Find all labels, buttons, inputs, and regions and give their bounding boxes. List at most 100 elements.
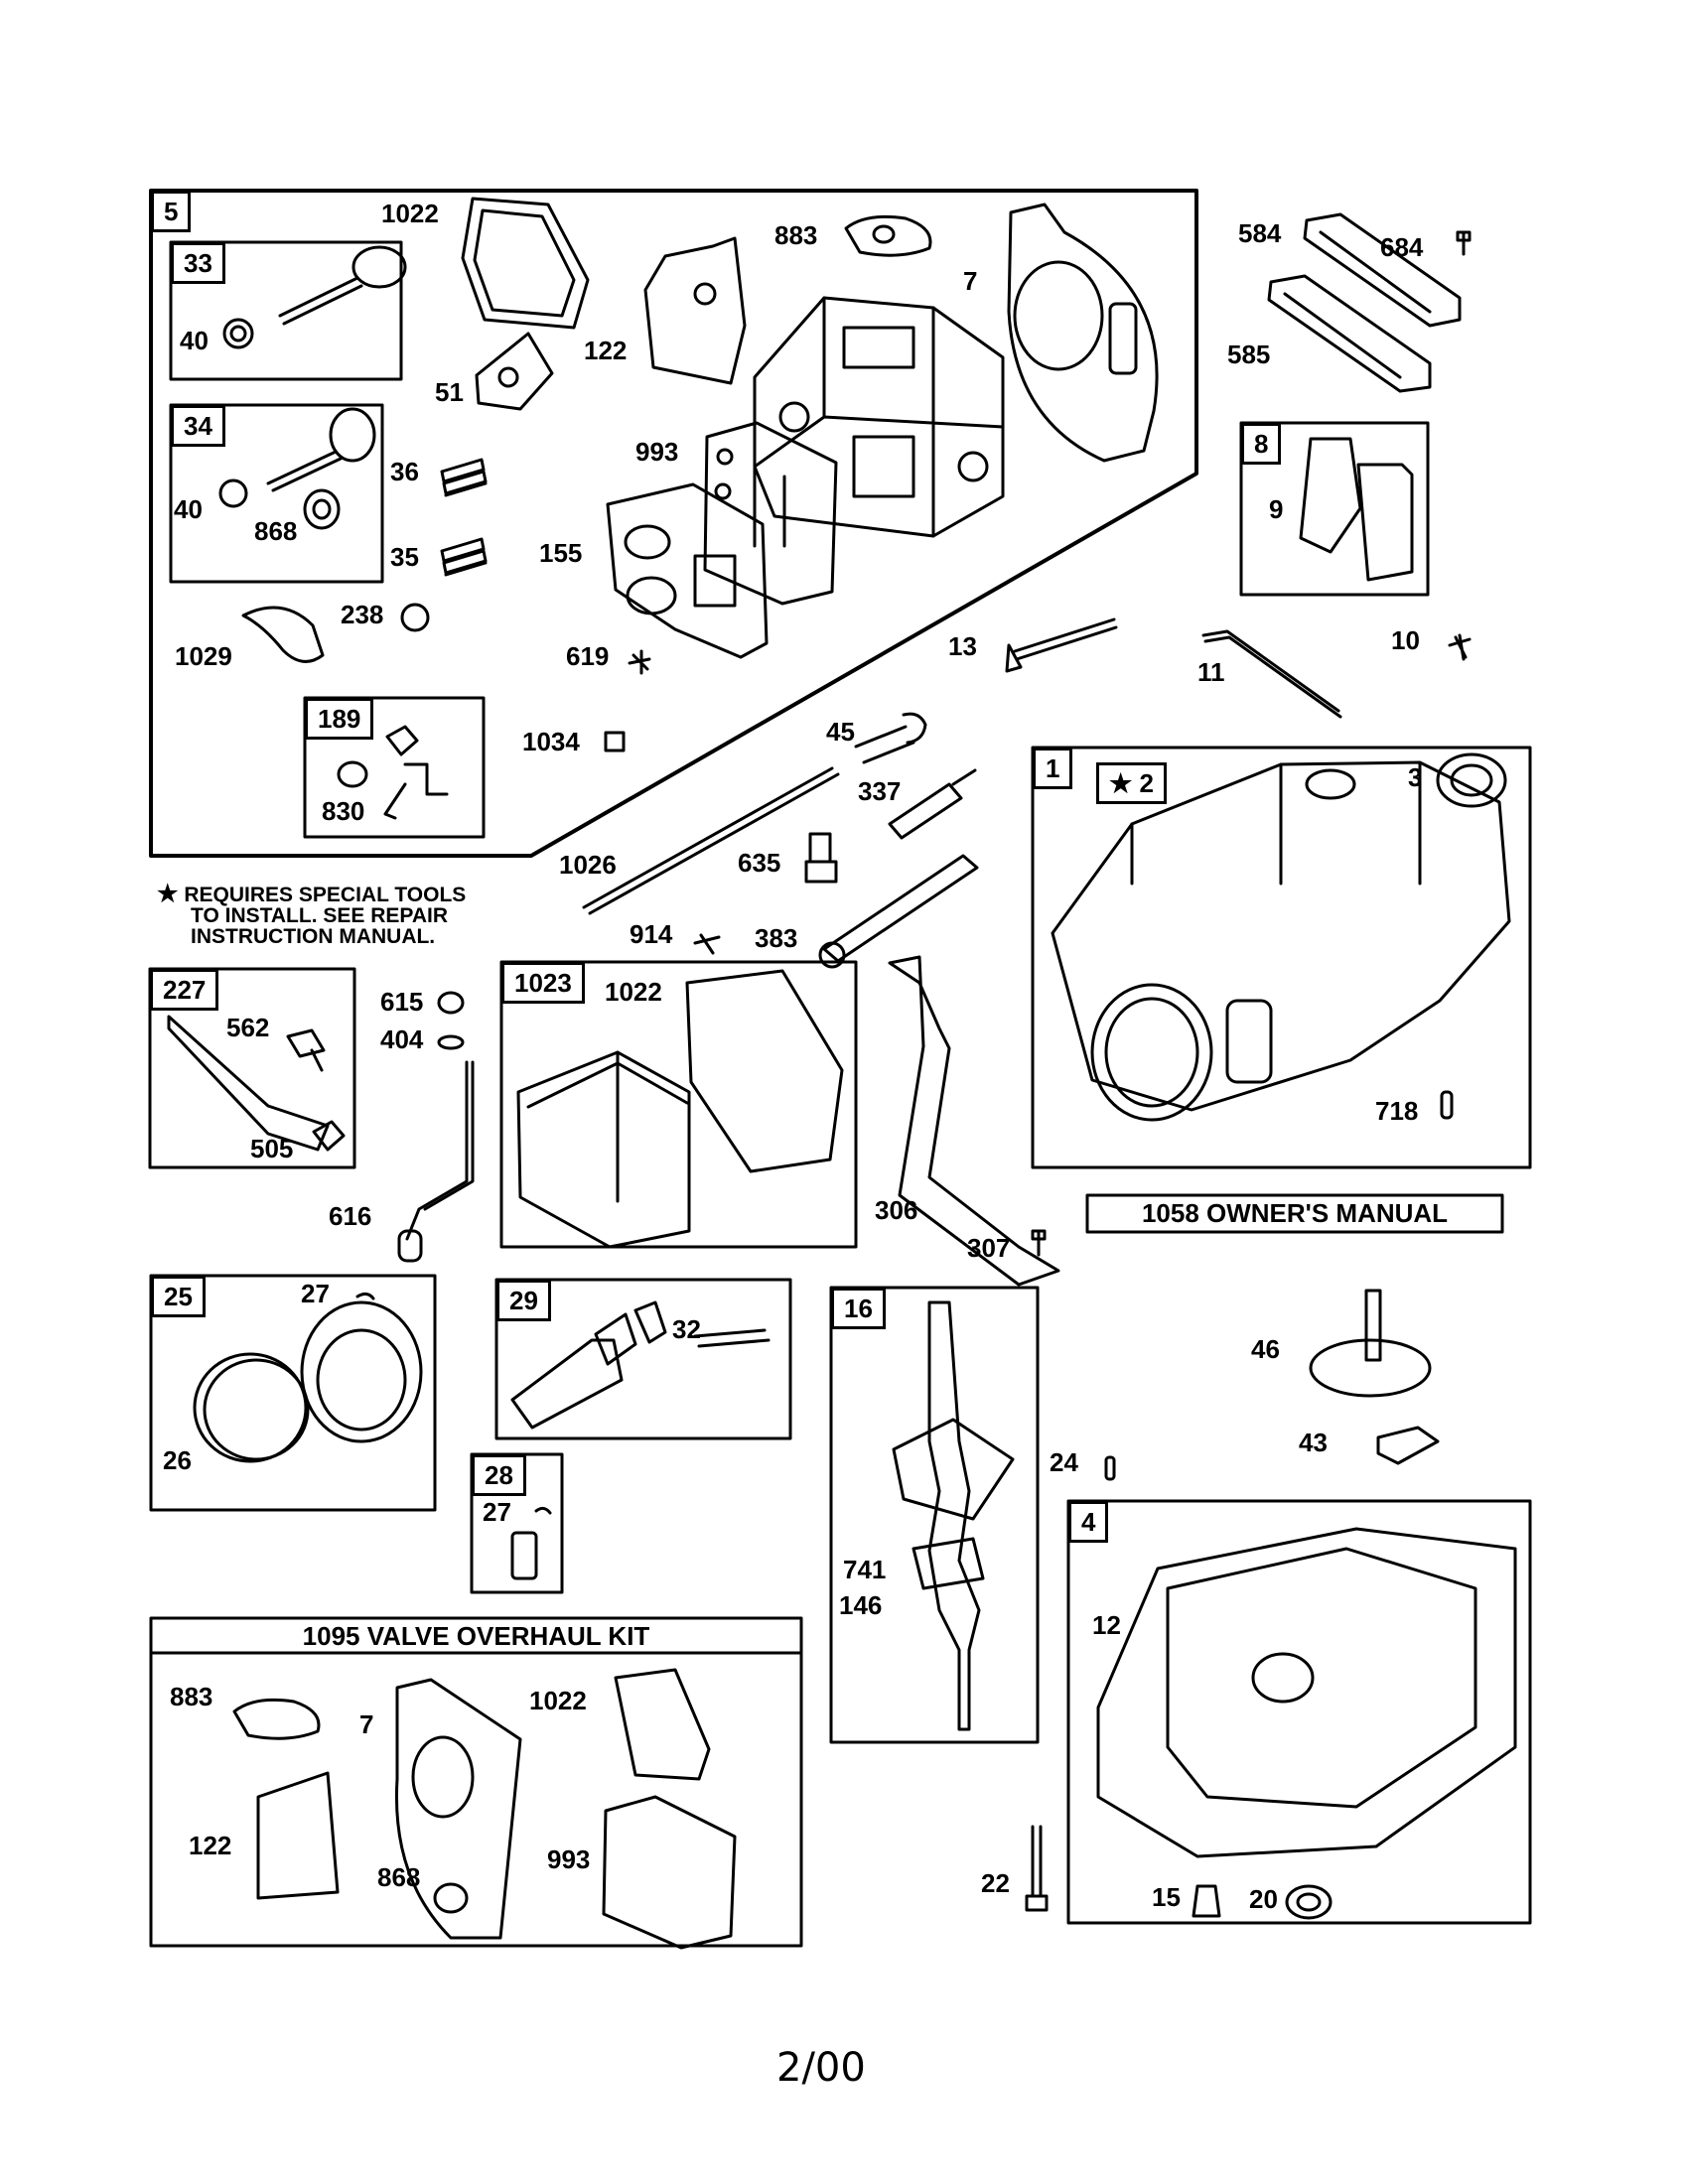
rocker-gasket-icon — [703, 421, 838, 606]
callout-306: 306 — [875, 1195, 918, 1225]
group-33-box — [169, 240, 403, 381]
callout-35: 35 — [390, 542, 419, 572]
governor-icon — [1376, 1426, 1440, 1465]
callout-122-b: 122 — [189, 1831, 232, 1860]
owners-manual-box — [1085, 1193, 1504, 1234]
group-5-outline — [149, 189, 1198, 858]
callout-3: 3 — [1408, 762, 1423, 792]
callout-12: 12 — [1092, 1610, 1121, 1640]
callout-383: 383 — [755, 923, 798, 953]
callout-993: 993 — [635, 437, 679, 467]
callout-238: 238 — [341, 600, 384, 629]
group-1-box — [1031, 746, 1532, 1169]
callout-1029: 1029 — [175, 641, 232, 671]
callout-1026: 1026 — [559, 850, 617, 880]
group-16-box — [829, 1286, 1040, 1744]
callout-914: 914 — [630, 919, 673, 949]
group-1-tag: 1 — [1033, 748, 1073, 789]
callout-718: 718 — [1375, 1096, 1419, 1126]
group-227-tag: 227 — [150, 969, 219, 1011]
group-8-box — [1239, 421, 1430, 597]
callout-1022-c: 1022 — [529, 1686, 587, 1715]
callout-307: 307 — [967, 1233, 1011, 1263]
gasket-584-icon — [1303, 212, 1462, 328]
governor-link-icon — [405, 1060, 475, 1241]
callout-1022-b: 1022 — [605, 977, 662, 1007]
blower-housing-icon — [888, 955, 1060, 1287]
bolt-icon — [1005, 617, 1118, 673]
callout-20: 20 — [1249, 1884, 1278, 1914]
callout-684: 684 — [1380, 232, 1424, 262]
callout-635: 635 — [738, 848, 781, 878]
callout-585: 585 — [1227, 340, 1271, 369]
callout-868-b: 868 — [377, 1862, 421, 1892]
note-line-2: TO INSTALL. SEE REPAIR — [191, 904, 449, 927]
callout-9: 9 — [1269, 494, 1284, 524]
group-25-tag: 25 — [151, 1276, 206, 1317]
callout-1034: 1034 — [522, 727, 580, 756]
group-227-box — [148, 967, 356, 1169]
spark-plug-icon — [888, 768, 977, 840]
valve-cap-icon — [400, 603, 430, 632]
callout-24: 24 — [1050, 1447, 1078, 1477]
callout-15: 15 — [1152, 1882, 1181, 1912]
screw-icon-10 — [1448, 633, 1472, 661]
group-1023-box — [499, 960, 858, 1249]
callout-505: 505 — [250, 1134, 294, 1163]
callout-7: 7 — [963, 266, 978, 296]
callout-155: 155 — [539, 538, 583, 568]
group-29-tag: 29 — [496, 1280, 551, 1321]
callout-45: 45 — [826, 717, 855, 747]
note-line-3: INSTRUCTION MANUAL. — [191, 925, 436, 948]
callout-32: 32 — [672, 1314, 701, 1344]
intake-gasket-icon — [844, 214, 932, 257]
callout-26: 26 — [163, 1445, 192, 1475]
group-1023-tag: 1023 — [501, 962, 585, 1004]
callout-146: 146 — [839, 1590, 883, 1620]
piston-ring-icon — [193, 1352, 308, 1463]
group-34-box — [169, 403, 384, 584]
page-number: 2/00 — [776, 2045, 866, 2091]
gasket-585-icon — [1267, 274, 1432, 393]
dowel-pin-icon — [1440, 1090, 1454, 1120]
callout-615: 615 — [380, 987, 424, 1017]
crankshaft-icon — [927, 1300, 981, 1731]
callout-883-b: 883 — [170, 1682, 213, 1711]
intake-valve-icon — [218, 407, 376, 530]
group-8-tag: 8 — [1241, 423, 1282, 465]
governor-crank-icon — [804, 832, 838, 884]
group-28-tag: 28 — [472, 1454, 526, 1496]
head-gasket-icon — [1007, 203, 1159, 463]
callout-46: 46 — [1251, 1334, 1280, 1364]
callout-122: 122 — [584, 336, 628, 365]
rocker-cover-gasket-icon — [461, 197, 590, 330]
cam-gear-icon — [1309, 1338, 1432, 1398]
owners-manual-label: 1058 OWNER'S MANUAL — [1141, 1198, 1449, 1228]
callout-993-b: 993 — [547, 1844, 591, 1874]
callout-830: 830 — [322, 796, 365, 826]
valve-spring-icon — [440, 458, 488, 577]
callout-584: 584 — [1238, 218, 1282, 248]
group-33-tag: 33 — [171, 242, 225, 284]
callout-27-b: 27 — [483, 1497, 511, 1527]
rocker-arm-icon — [241, 606, 325, 663]
callout-11: 11 — [1197, 657, 1225, 687]
screw-icon — [628, 649, 651, 675]
governor-shaft-icon — [822, 854, 979, 963]
callout-741: 741 — [843, 1555, 887, 1584]
push-rod-icon — [582, 766, 840, 915]
callout-619: 619 — [566, 641, 610, 671]
callout-10: 10 — [1391, 625, 1420, 655]
cylinder-block-icon — [1051, 760, 1511, 1122]
group-4-tag: 4 — [1068, 1501, 1109, 1543]
group-4-box — [1066, 1499, 1532, 1925]
group-25-box — [149, 1274, 437, 1512]
callout-404: 404 — [380, 1024, 424, 1054]
group-189-box — [303, 696, 486, 839]
heat-deflector-icon — [643, 236, 747, 385]
tappet-icon — [854, 712, 927, 764]
group-34-tag: 34 — [171, 405, 225, 447]
rocker-cover-icon — [516, 1050, 691, 1249]
group-189-tag: 189 — [305, 698, 374, 740]
